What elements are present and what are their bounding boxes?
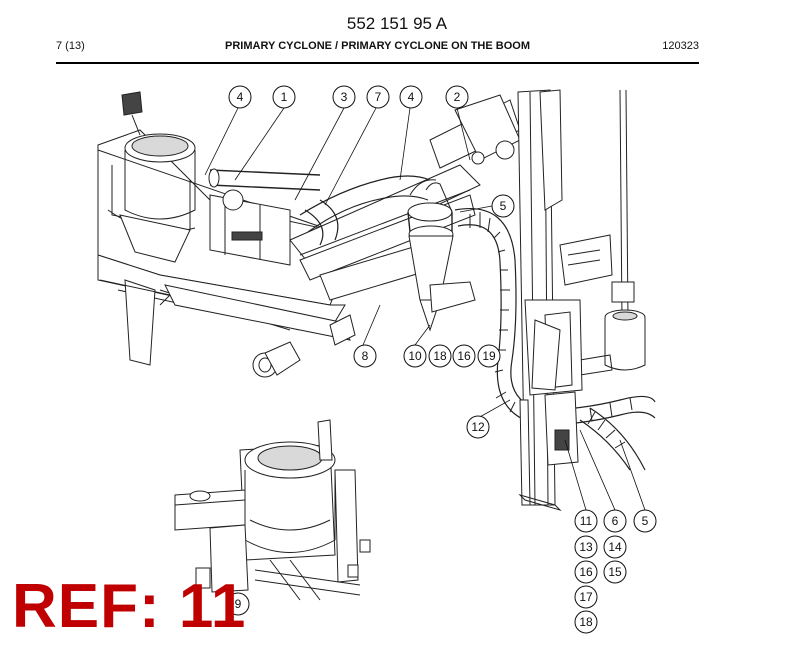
reference-label: REF: 11 [12, 572, 247, 641]
svg-text:16: 16 [457, 349, 471, 363]
callout-10: 10 [403, 344, 427, 368]
svg-text:14: 14 [608, 540, 622, 554]
page-number: 7 (13) [56, 40, 85, 52]
svg-text:16: 16 [579, 565, 593, 579]
machine-frame [97, 91, 521, 378]
cyclone-inlet-hose [299, 175, 431, 246]
callout-7: 7 [366, 85, 390, 109]
leader-lines [204, 107, 646, 511]
callout-8: 8 [353, 344, 377, 368]
callout-16-b: 16 [574, 560, 598, 584]
header-divider [56, 62, 699, 64]
callout-4-a: 4 [228, 85, 252, 109]
callout-19: 19 [477, 344, 501, 368]
callout-16-a: 16 [452, 344, 476, 368]
primary-cyclone [407, 179, 476, 332]
callout-9: 9 [226, 592, 250, 616]
svg-text:5: 5 [642, 514, 649, 528]
svg-text:9: 9 [235, 597, 242, 611]
svg-text:6: 6 [612, 514, 619, 528]
svg-text:4: 4 [237, 90, 244, 104]
svg-text:1: 1 [281, 90, 288, 104]
callout-13: 13 [574, 535, 598, 559]
svg-text:18: 18 [579, 615, 593, 629]
callout-18-b: 18 [574, 610, 598, 634]
callout-17: 17 [574, 585, 598, 609]
page-title: PRIMARY CYCLONE / PRIMARY CYCLONE ON THE… [225, 40, 530, 52]
callout-14: 14 [603, 535, 627, 559]
callout-4-b: 4 [399, 85, 423, 109]
inset-drawing [174, 419, 371, 601]
svg-text:10: 10 [408, 349, 422, 363]
svg-text:7: 7 [375, 90, 382, 104]
svg-text:12: 12 [471, 420, 485, 434]
callout-15: 15 [603, 560, 627, 584]
callout-3: 3 [332, 85, 356, 109]
svg-text:17: 17 [579, 590, 593, 604]
svg-text:15: 15 [608, 565, 622, 579]
svg-text:3: 3 [341, 90, 348, 104]
svg-text:8: 8 [362, 349, 369, 363]
svg-text:18: 18 [433, 349, 447, 363]
svg-text:2: 2 [454, 90, 461, 104]
svg-text:4: 4 [408, 90, 415, 104]
boom-mast [517, 89, 646, 512]
svg-text:13: 13 [579, 540, 593, 554]
date-code: 120323 [662, 40, 699, 52]
page-header: 7 (13) PRIMARY CYCLONE / PRIMARY CYCLONE… [56, 40, 699, 56]
callout-11: 11 [574, 509, 598, 533]
callout-6: 6 [603, 509, 627, 533]
callout-18-a: 18 [428, 344, 452, 368]
document-part-number: 552 151 95 A [346, 14, 448, 33]
svg-text:11: 11 [580, 514, 593, 528]
svg-text:19: 19 [482, 349, 496, 363]
callout-2: 2 [445, 85, 469, 109]
callout-12: 12 [466, 415, 490, 439]
svg-text:5: 5 [500, 199, 507, 213]
callout-5-a: 5 [491, 194, 515, 218]
callout-1: 1 [272, 85, 296, 109]
callout-5-b: 5 [633, 509, 657, 533]
